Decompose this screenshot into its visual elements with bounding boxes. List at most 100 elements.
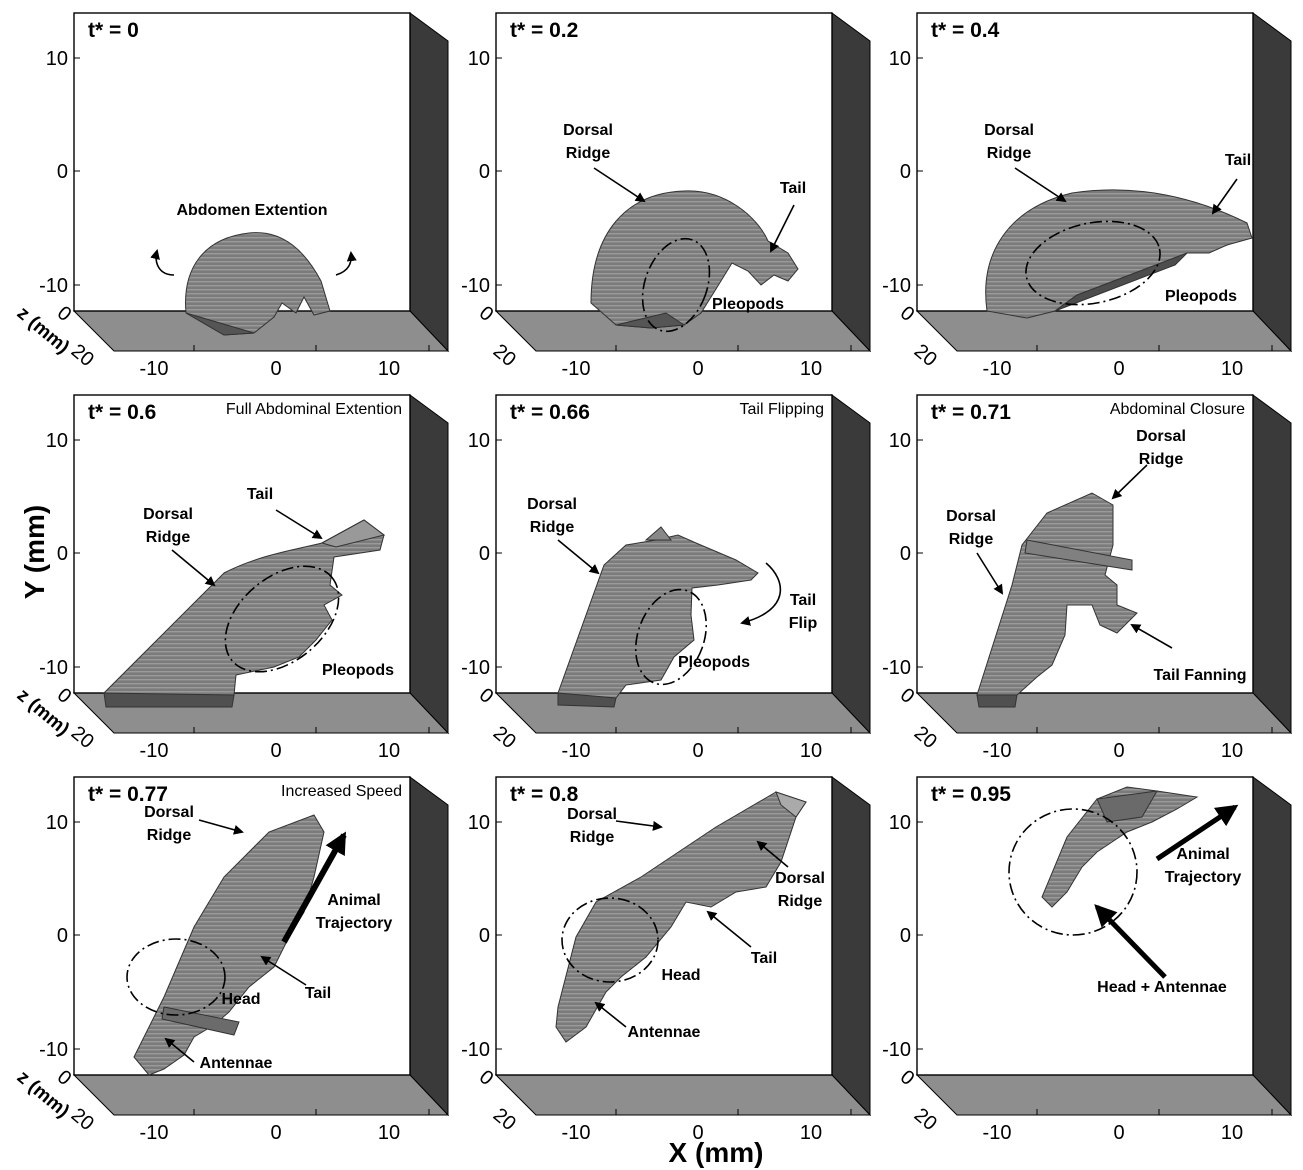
- x-tick-label: 0: [692, 358, 703, 380]
- annotation-label: Abdomen Extention: [176, 202, 327, 219]
- z-tick-label: 20: [489, 340, 520, 371]
- annotation-label: Tail: [305, 985, 331, 1002]
- x-tick-label: -10: [562, 358, 591, 380]
- y-tick-label: 10: [889, 430, 911, 452]
- panel-6: 100-10-10010020t* = 0.71Abdominal Closur…: [882, 395, 1291, 762]
- annotation-label: Head: [221, 991, 260, 1008]
- z-tick-label: 0: [896, 302, 919, 326]
- annotation-label: Pleopods: [322, 662, 394, 679]
- annotation-label: Tail: [780, 180, 806, 197]
- x-tick-label: 10: [1221, 740, 1243, 762]
- time-label: t* = 0.95: [931, 783, 1011, 806]
- z-tick-label: 0: [475, 684, 498, 708]
- time-label: t* = 0.71: [931, 401, 1011, 424]
- panel-4: 100-10-10010020z (mm)t* = 0.6Full Abdomi…: [13, 395, 448, 762]
- y-tick-label: 10: [46, 48, 68, 70]
- y-tick-label: 10: [468, 812, 490, 834]
- floor-plane: [496, 1075, 870, 1115]
- annotation-label: Pleopods: [1165, 288, 1237, 305]
- y-tick-label: -10: [461, 657, 490, 679]
- y-tick-label: 10: [889, 48, 911, 70]
- y-tick-label: -10: [39, 657, 68, 679]
- right-wall: [1253, 395, 1291, 733]
- z-tick-label: 0: [475, 1066, 498, 1090]
- y-tick-label: -10: [882, 657, 911, 679]
- right-wall: [1253, 13, 1291, 351]
- y-tick-label: -10: [39, 1039, 68, 1061]
- time-label: t* = 0.8: [510, 783, 579, 806]
- y-tick-label: 10: [468, 430, 490, 452]
- x-axis-label: X (mm): [669, 1137, 764, 1168]
- y-tick-label: 0: [57, 543, 68, 565]
- annotation-label: Head: [661, 967, 700, 984]
- y-tick-label: -10: [461, 1039, 490, 1061]
- y-tick-label: 0: [57, 925, 68, 947]
- z-tick-label: 20: [910, 1104, 941, 1135]
- z-tick-label: 0: [896, 684, 919, 708]
- panel-8: 100-10-10010020t* = 0.8DorsalRidgeDorsal…: [461, 777, 870, 1144]
- x-tick-label: -10: [140, 740, 169, 762]
- time-label: t* = 0.2: [510, 19, 578, 42]
- x-tick-label: -10: [983, 358, 1012, 380]
- right-wall: [410, 777, 448, 1115]
- right-wall: [1253, 777, 1291, 1115]
- y-tick-label: 0: [900, 543, 911, 565]
- x-tick-label: 10: [800, 358, 822, 380]
- phase-title: Increased Speed: [281, 783, 402, 800]
- z-tick-label: 0: [53, 302, 76, 326]
- x-tick-label: 10: [1221, 358, 1243, 380]
- x-tick-label: 10: [1221, 1122, 1243, 1144]
- y-tick-label: 10: [46, 812, 68, 834]
- annotation-label: Tail: [247, 486, 273, 503]
- y-tick-label: -10: [39, 275, 68, 297]
- y-tick-label: 10: [46, 430, 68, 452]
- x-tick-label: 0: [1113, 358, 1124, 380]
- time-label: t* = 0.6: [88, 401, 156, 424]
- z-tick-label: 20: [910, 340, 941, 371]
- y-tick-label: 0: [900, 161, 911, 183]
- y-tick-label: 0: [479, 543, 490, 565]
- time-label: t* = 0.77: [88, 783, 168, 806]
- z-tick-label: 20: [489, 1104, 520, 1135]
- right-wall: [832, 13, 870, 351]
- y-axis-label: Y (mm): [19, 505, 50, 599]
- x-tick-label: 10: [800, 740, 822, 762]
- y-tick-label: 0: [900, 925, 911, 947]
- z-tick-label: 0: [53, 684, 76, 708]
- annotation-label: Head + Antennae: [1097, 979, 1227, 996]
- x-tick-label: 0: [270, 358, 281, 380]
- x-tick-label: -10: [562, 740, 591, 762]
- annotation-label: Tail: [751, 950, 777, 967]
- z-tick-label: 0: [53, 1066, 76, 1090]
- x-tick-label: 0: [270, 1122, 281, 1144]
- y-tick-label: 10: [889, 812, 911, 834]
- y-tick-label: 0: [57, 161, 68, 183]
- annotation-label: Antennae: [200, 1055, 273, 1072]
- x-tick-label: -10: [140, 358, 169, 380]
- z-tick-label: 20: [67, 340, 98, 371]
- z-tick-label: 0: [896, 1066, 919, 1090]
- x-tick-label: -10: [140, 1122, 169, 1144]
- y-tick-label: 0: [479, 925, 490, 947]
- floor-plane: [917, 693, 1291, 733]
- x-tick-label: -10: [983, 1122, 1012, 1144]
- right-wall: [832, 395, 870, 733]
- x-tick-label: 0: [270, 740, 281, 762]
- x-tick-label: 0: [692, 740, 703, 762]
- animal-body-part: [977, 695, 1017, 707]
- z-tick-label: 20: [910, 722, 941, 753]
- x-tick-label: -10: [562, 1122, 591, 1144]
- x-tick-label: 10: [378, 740, 400, 762]
- phase-title: Tail Flipping: [740, 401, 824, 418]
- y-tick-label: -10: [882, 1039, 911, 1061]
- panel-2: 100-10-10010020t* = 0.2DorsalRidgeTailPl…: [461, 13, 870, 380]
- annotation-label: Tail: [1225, 152, 1251, 169]
- panel-7: 100-10-10010020z (mm)t* = 0.77Increased …: [13, 777, 448, 1144]
- floor-plane: [496, 693, 870, 733]
- time-label: t* = 0: [88, 19, 139, 42]
- time-label: t* = 0.66: [510, 401, 590, 424]
- annotation-label: Pleopods: [678, 654, 750, 671]
- y-tick-label: 0: [479, 161, 490, 183]
- z-tick-label: 20: [67, 722, 98, 753]
- annotation-label: Pleopods: [712, 296, 784, 313]
